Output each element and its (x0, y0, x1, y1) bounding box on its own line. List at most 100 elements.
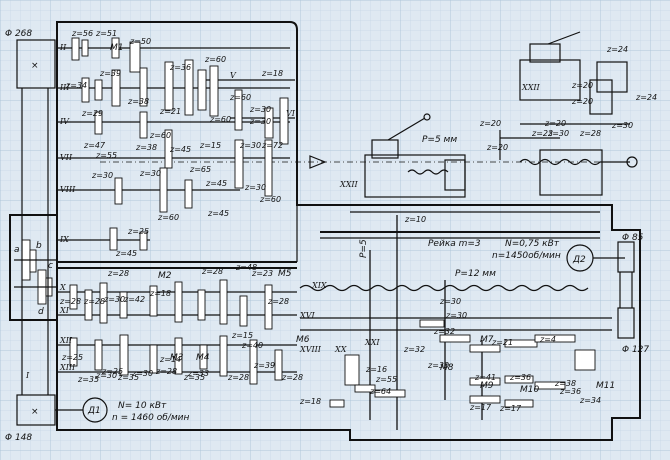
gear-label-gearbox-23: z=39 (253, 361, 275, 370)
gear-label-gearbox-5: z=28 (83, 297, 105, 306)
change-gear-b (29, 249, 37, 273)
clutch-label-m8: M8 (440, 363, 454, 373)
pulley-bottom-label: Φ 148 (5, 433, 32, 443)
label-shaft-XIII: XIII (59, 363, 76, 372)
rack-label: Рейка m=3 (428, 239, 481, 249)
gear-label-apron-12: z=17 (499, 404, 522, 413)
cross-slide-nut (444, 159, 466, 191)
gear-label-apron-17: z=64 (369, 387, 391, 396)
gear-label-gearbox-9: z=25 (61, 353, 83, 362)
pulley-right-bottom-label: Φ 127 (622, 345, 649, 355)
pitch-top-label: P=5 мм (422, 135, 457, 145)
gear-label-headstock-31: z=60 (259, 195, 281, 204)
gear-label-headstock-20: z=30 (249, 117, 271, 126)
gear-label-carriage-2: z=20 (571, 81, 593, 90)
label-shaft-V: V (230, 71, 237, 80)
gear-label-apron-11: z=17 (469, 403, 492, 412)
gear-label-headstock-3: z=34 (65, 81, 87, 90)
gear-label-carriage-7: z=28 (579, 129, 601, 138)
tailstock-handwheel (626, 156, 638, 168)
pitch-mid-label: P=12 мм (455, 269, 496, 279)
gear-label-gearbox-15: z=40 (241, 341, 263, 350)
gear-label-headstock-26: z=60 (157, 213, 179, 222)
gear-label-headstock-7: z=21 (159, 107, 181, 116)
gear-label-gearbox-6: z=30 (103, 295, 125, 304)
pulley-top (16, 39, 56, 89)
label-shaft-XXII-b: XXII (521, 83, 541, 92)
gear-label-headstock-9: z=55 (95, 151, 117, 160)
clutch-label-m7: M7 (480, 335, 494, 345)
pulley-right-bottom (617, 307, 635, 339)
change-gear-box (9, 214, 58, 321)
gear-label-headstock-19: z=60 (209, 115, 231, 124)
gear-label-apron-2: z=32 (433, 327, 455, 336)
gear-label-gearbox-12: z=35 (117, 373, 139, 382)
gear-label-headstock-27: z=45 (207, 209, 229, 218)
gear-label-headstock-11: z=60 (149, 131, 171, 140)
gear-label-headstock-23: z=65 (189, 165, 211, 174)
clutch-label-m1: M1 (110, 43, 124, 53)
gear-label-headstock-8: z=47 (83, 141, 106, 150)
gear-label-gearbox-17: z=35 (183, 373, 205, 382)
label-shaft-VII: VII (60, 153, 73, 162)
gear-label-apron-18: z=30 (439, 297, 461, 306)
label-shaft-XII: XII (59, 336, 73, 345)
upper-tool-post (529, 43, 561, 63)
gear-label-headstock-1: z=51 (95, 29, 117, 38)
housing-outline (56, 21, 641, 441)
gear-label-apron-15: z=55 (375, 375, 397, 384)
gear-label-apron-9: z=38 (554, 379, 576, 388)
gear-label-gearbox-18: z=25 (101, 367, 123, 376)
gear-label-carriage-10: z=20 (486, 143, 508, 152)
gear-label-gearbox-1: z=28 (59, 297, 81, 306)
gear-label-gearbox-2: z=48 (235, 263, 257, 272)
gear-label-headstock-29: z=45 (115, 249, 137, 258)
gear-label-headstock-15: z=18 (261, 69, 283, 78)
gear-label-carriage-0: z=24 (606, 45, 628, 54)
gear-label-headstock-5: z=38 (127, 97, 149, 106)
motor-d2-name: Д2 (572, 255, 586, 265)
gear-label-apron-8: z=36 (509, 373, 531, 382)
gear-label-carriage-8: z=30 (611, 121, 633, 130)
label-shaft-XVI: XVI (299, 311, 315, 320)
gear-label-apron-16: z=18 (299, 397, 321, 406)
tailstock-body (539, 149, 603, 196)
clutch-label-m2: M2 (158, 271, 172, 281)
pitch-vert-label: P=5 (359, 239, 369, 258)
gear-label-headstock-13: z=36 (169, 63, 191, 72)
gear-label-gearbox-13: z=28 (155, 367, 177, 376)
label-shaft-IX: IX (59, 235, 69, 244)
gear-label-headstock-28: z=25 (127, 227, 149, 236)
motor-d2-speed: n=1450об/мин (492, 251, 561, 261)
apron-gears (329, 319, 596, 408)
gear-label-headstock-30: z=30 (244, 183, 266, 192)
gear-label-gearbox-21: z=33 (187, 369, 209, 378)
label-shaft-VIII: VIII (60, 185, 76, 194)
gear-label-apron-5: z=32 (403, 345, 425, 354)
change-gear-a-label: a (14, 245, 20, 255)
gear-label-apron-1: z=30 (445, 311, 467, 320)
label-shaft-XX: XX (334, 345, 347, 354)
gear-label-gearbox-7: z=42 (123, 295, 145, 304)
upper-carriage (519, 59, 581, 101)
tool-post-handle (387, 117, 426, 141)
gear-label-gearbox-11: z=30 (95, 371, 117, 380)
live-center (309, 155, 327, 169)
label-shaft-X: X (59, 283, 66, 292)
gear-label-apron-7: z=41 (474, 373, 496, 382)
gear-label-headstock-25: z=30 (139, 169, 161, 178)
gear-label-headstock-16: z=60 (229, 93, 251, 102)
gear-label-headstock-0: z=56 (71, 29, 93, 38)
change-gear-d-label: d (38, 307, 44, 317)
gear-label-gearbox-20: z=14 (159, 355, 181, 364)
label-shaft-III: III (59, 83, 70, 92)
change-gear-c-label: c (48, 261, 53, 271)
gear-label-headstock-18: z=15 (199, 141, 221, 150)
clutch-label-m10: M10 (520, 385, 539, 395)
gear-label-headstock-10: z=38 (135, 143, 157, 152)
motor-d1-speed: n = 1460 об/мин (112, 413, 189, 423)
pulley-bottom-cross: × (31, 407, 39, 417)
label-shaft-XIX: XIX (311, 281, 327, 290)
